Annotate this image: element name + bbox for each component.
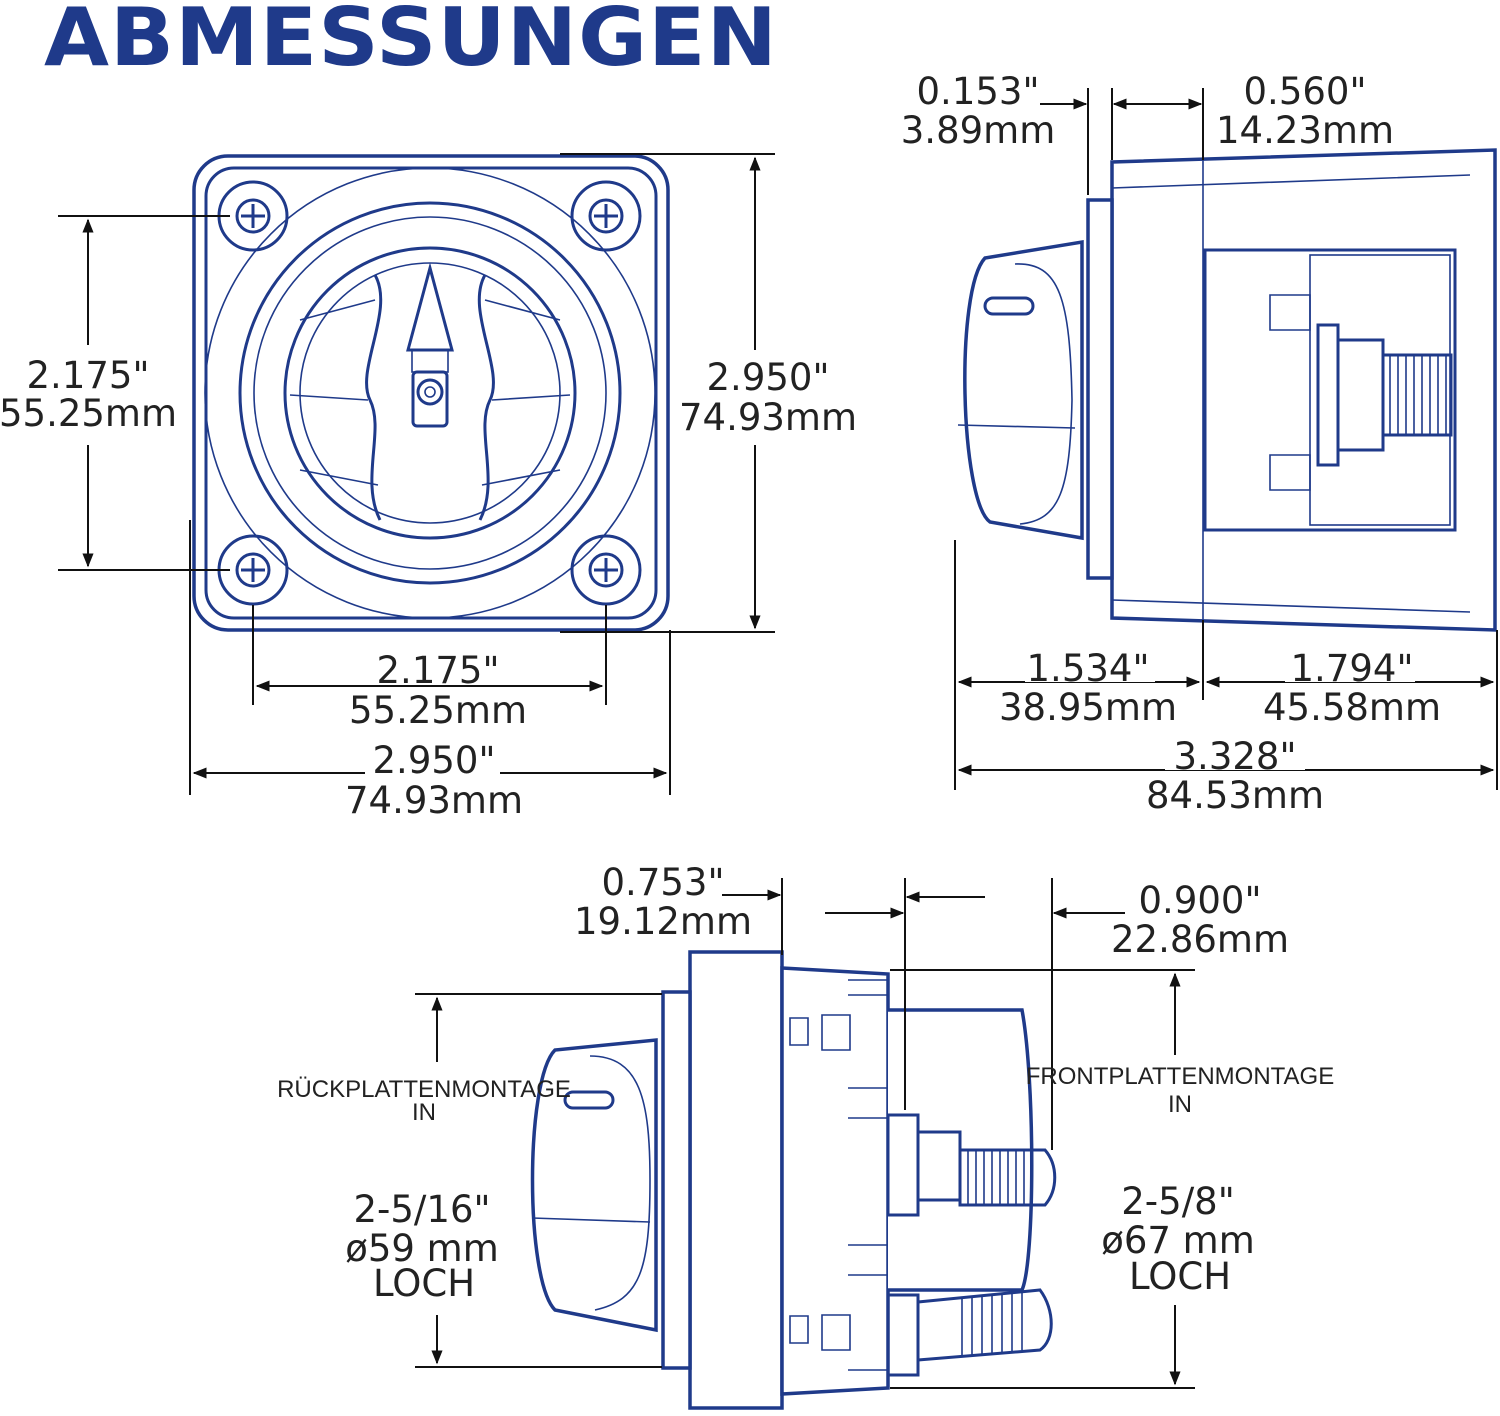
dim-side-top: 0.153" 3.89mm 0.560" 14.23mm [901,70,1394,195]
side-body-lines [1111,174,1471,613]
side-knob-face [1014,263,1073,525]
front-bezel-ring [238,201,622,585]
front-mount-mm: ø67 mm [1101,1219,1255,1262]
front-housing-outline [192,154,670,632]
mount-front-depth-mm: 22.86mm [1111,918,1289,961]
mount-knob-rib [531,1217,651,1223]
side-stud-thread [1389,355,1447,435]
dim-front-mount-hole: FRONTPLATTENMONTAGE IN 2-5/8" ø67 mm LOC… [890,969,1334,1389]
front-view: 2.175" 55.25mm 2.950" 74.93mm 2.175" 55.… [0,153,857,822]
mount-body-ribs [848,979,888,1371]
mount-flange [688,950,784,1410]
side-knob-depth-inch: 1.534" [1027,647,1150,690]
front-mount-label: FRONTPLATTENMONTAGE [1026,1063,1334,1090]
mounting-hole-top-right [570,180,642,252]
mount-front-depth-inch: 0.900" [1139,879,1262,922]
mount-body [780,966,890,1396]
knob-ribs-left [289,299,379,486]
knob-ribs-right [481,299,571,486]
side-total-depth-mm: 84.53mm [1146,774,1324,817]
front-height-inch: 2.950" [707,356,830,399]
side-view: 0.153" 3.89mm 0.560" 14.23mm 1.534" 38.9… [901,70,1498,817]
mount-body-slots [789,1017,809,1344]
mount-stud-a-thread [967,1150,1033,1205]
mount-knob-face [589,1055,651,1311]
rear-mount-hole: LOCH [373,1262,475,1305]
side-flange [1086,198,1114,580]
front-hole-vertical-inch: 2.175" [27,354,150,397]
side-window [1203,248,1457,532]
knob-lock-cylinder [416,378,444,406]
mount-view: 0.753" 19.12mm 0.900" 22.86mm RÜCKPLATTE… [277,861,1334,1410]
knob-grip-left [365,274,383,521]
rear-mount-label-in: IN [412,1099,436,1126]
front-width-inch: 2.950" [373,739,496,782]
side-knob-depth-mm: 38.95mm [999,686,1177,729]
front-mount-inch: 2-5/8" [1121,1180,1234,1223]
knob-grip-right [477,274,495,521]
front-knob-ring [283,246,577,540]
dim-front-hole-spacing-horizontal: 2.175" 55.25mm [252,605,607,732]
front-mount-label-in: IN [1168,1091,1192,1118]
rear-mount-inch: 2-5/16" [354,1188,491,1231]
mount-knob-indicator [563,1090,615,1110]
mounting-hole-bottom-right [570,534,642,606]
side-flange-mm: 3.89mm [901,109,1055,152]
mount-terminal-washer-b [886,1293,920,1377]
rear-mount-label: RÜCKPLATTENMONTAGE [277,1076,571,1103]
mount-stud-b [916,1288,1053,1362]
dim-rear-mount-hole: RÜCKPLATTENMONTAGE IN 2-5/16" ø59 mm LOC… [277,993,662,1368]
dim-front-hole-spacing-vertical: 2.175" 55.25mm [0,215,230,571]
mount-rear-depth-inch: 0.753" [602,861,725,904]
dim-mount-depths: 0.753" 19.12mm 0.900" 22.86mm [574,861,1289,1150]
front-width-mm: 74.93mm [345,779,523,822]
side-terminal-tabs [1269,294,1311,491]
side-knob-rib [957,424,1076,429]
front-hole-horizontal-mm: 55.25mm [349,689,527,732]
side-knob [963,239,1084,541]
dim-side-bottom: 1.534" 38.95mm 1.794" 45.58mm 3.328" 84.… [954,540,1498,817]
mount-body-tabs [821,1014,851,1351]
dim-front-width: 2.950" 74.93mm [189,520,671,822]
side-flange-to-body-mm: 14.23mm [1216,109,1394,152]
knob-lock-center [424,386,436,398]
knob-lock-housing [411,370,449,428]
side-flange-inch: 0.153" [917,70,1040,113]
mount-stud-a [958,1148,1057,1207]
mount-stud-b-thread [961,1292,1023,1356]
mount-back-plate [661,990,692,1370]
page-title: ABMESSUNGEN [44,0,778,84]
rear-mount-mm: ø59 mm [345,1227,499,1270]
side-total-depth-inch: 3.328" [1174,735,1297,778]
mount-rear-depth-mm: 19.12mm [574,900,752,943]
front-flange-ring [204,167,656,619]
front-height-mm: 74.93mm [679,396,857,439]
mount-knob [530,1038,658,1333]
front-mount-hole: LOCH [1129,1255,1231,1298]
side-terminal-stud [1381,353,1453,437]
side-flange-to-body-inch: 0.560" [1244,70,1367,113]
side-knob-indicator [983,296,1035,316]
side-body-depth-inch: 1.794" [1291,647,1414,690]
dim-front-height: 2.950" 74.93mm [560,153,857,633]
front-hole-vertical-mm: 55.25mm [0,392,177,435]
front-bezel-inner [253,216,607,570]
front-hole-horizontal-inch: 2.175" [377,649,500,692]
side-body-depth-mm: 45.58mm [1263,686,1441,729]
